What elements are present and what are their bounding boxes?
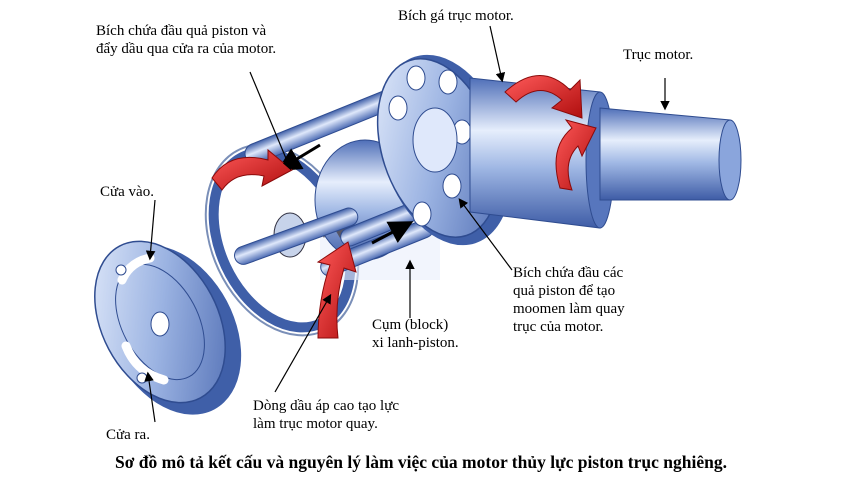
label-outlet-port: Cửa ra. (106, 427, 150, 443)
label-flange-piston-heads-exhaust: Bích chứa đầu quả piston và đẩy dầu qua … (96, 23, 277, 57)
rotation-arrows (211, 75, 597, 339)
label-piston-head-flange-torque: Bích chứa đầu các quả piston để tạo moom… (513, 265, 625, 335)
port-plate (94, 240, 242, 415)
figure-caption: Sơ đồ mô tả kết cấu và nguyên lý làm việ… (115, 452, 727, 472)
label-motor-shaft: Trục motor. (623, 47, 694, 63)
motor-shaft (469, 77, 742, 229)
label-inlet-port: Cửa vào. (100, 184, 154, 200)
cylinder-block (204, 90, 445, 337)
label-shaft-mount-flange: Bích gá trục motor. (398, 8, 514, 24)
label-high-pressure-flow: Dòng dầu áp cao tạo lực làm trục motor q… (253, 398, 399, 432)
leader-lines (144, 25, 670, 423)
label-cylinder-block: Cụm (block) xi lanh-piston. (372, 317, 459, 351)
